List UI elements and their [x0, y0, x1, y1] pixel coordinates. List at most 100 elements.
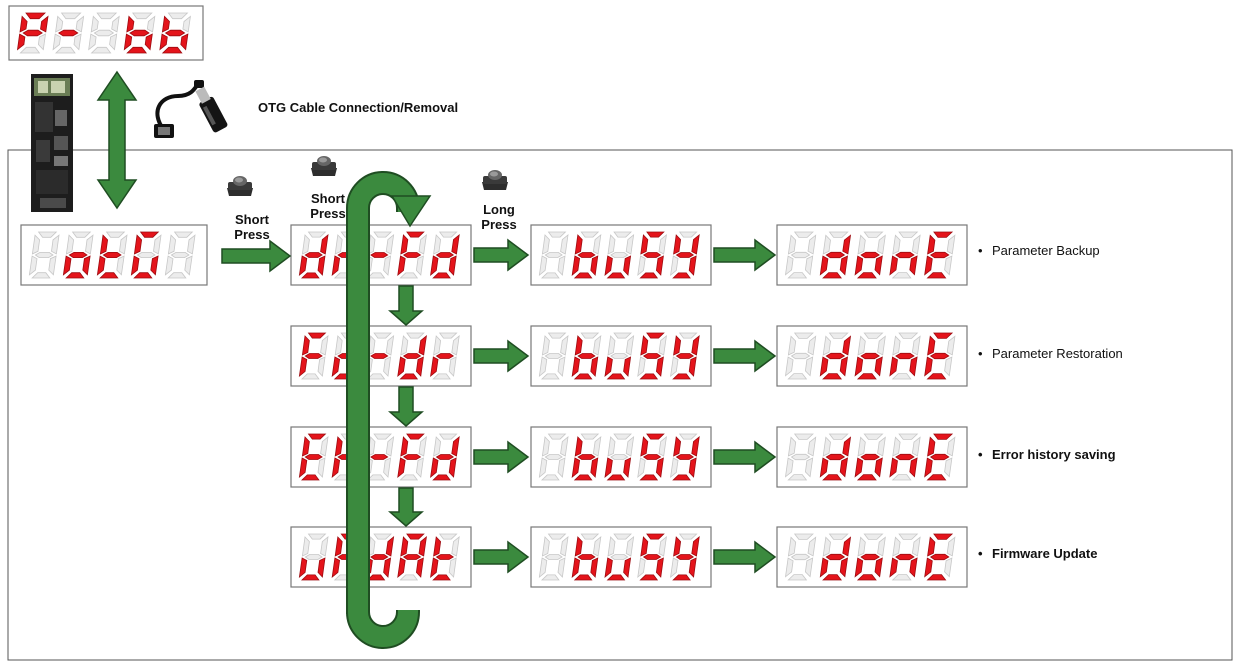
segment	[646, 332, 665, 339]
segment	[592, 536, 602, 557]
arrow-busy-to-done-3	[713, 540, 777, 574]
segment	[787, 574, 808, 581]
segment	[688, 356, 697, 377]
segment	[37, 231, 58, 238]
segment	[547, 231, 567, 238]
digit	[538, 332, 569, 380]
segment	[640, 335, 649, 356]
segment	[842, 335, 852, 356]
segment	[373, 433, 392, 440]
segment	[301, 474, 320, 481]
segment	[874, 457, 883, 478]
segment	[929, 352, 950, 360]
segment	[688, 255, 697, 276]
segment	[430, 356, 439, 377]
segment	[402, 554, 422, 560]
segment	[857, 536, 866, 557]
segment	[397, 255, 406, 276]
segment	[623, 255, 632, 276]
segment	[822, 234, 831, 255]
segment	[406, 231, 425, 238]
busy-display-1	[530, 325, 712, 387]
arrow-menu-to-busy-1	[473, 339, 530, 373]
segment	[860, 553, 880, 561]
segment	[877, 536, 886, 557]
menu-display-3	[290, 526, 472, 588]
segment	[580, 533, 600, 540]
digit	[298, 433, 329, 481]
segment	[898, 533, 919, 540]
segment	[860, 453, 880, 461]
segment	[144, 33, 153, 51]
segment	[99, 234, 109, 255]
segment	[863, 332, 884, 339]
segment	[924, 457, 933, 478]
segment	[560, 536, 569, 557]
digit	[364, 332, 395, 380]
done-display-2	[776, 426, 968, 488]
segment	[25, 12, 46, 20]
menu-display-0	[290, 224, 472, 286]
segment	[590, 356, 599, 377]
digit	[62, 231, 94, 279]
segment	[642, 353, 662, 359]
segment	[607, 335, 616, 356]
segment	[592, 436, 602, 457]
segment	[924, 255, 933, 276]
digit	[538, 231, 569, 279]
segment	[842, 536, 852, 557]
segment	[150, 255, 159, 276]
segment	[688, 457, 697, 478]
digit	[571, 433, 602, 481]
segment	[590, 255, 599, 276]
digit	[397, 231, 427, 279]
segment	[60, 12, 82, 20]
segment	[790, 453, 811, 461]
push-button-icon	[311, 156, 337, 176]
segment	[673, 536, 682, 557]
digit	[854, 231, 886, 279]
segment	[418, 536, 427, 557]
segment	[822, 536, 831, 557]
digit	[397, 433, 427, 481]
segment	[856, 373, 877, 380]
segment	[580, 231, 600, 238]
segment	[606, 474, 626, 481]
digit	[784, 231, 817, 279]
digit	[571, 231, 602, 279]
segment	[592, 335, 602, 356]
segment	[307, 533, 327, 540]
segment	[538, 457, 548, 478]
segment	[673, 436, 682, 457]
segment	[180, 33, 189, 51]
segment	[946, 436, 956, 457]
servo-drive-icon	[31, 74, 73, 212]
diagram-frame	[7, 149, 1233, 661]
segment	[73, 33, 82, 51]
segment	[929, 453, 950, 461]
segment	[639, 272, 659, 279]
segment	[828, 332, 849, 339]
segment	[184, 255, 193, 276]
segment	[334, 536, 343, 557]
segment	[298, 557, 308, 578]
segment	[307, 332, 327, 339]
segment	[580, 332, 600, 339]
digit	[784, 533, 817, 581]
segment	[383, 457, 392, 478]
segment	[167, 12, 189, 20]
segment	[433, 234, 442, 255]
segment	[415, 457, 424, 478]
segment	[385, 234, 395, 255]
segment	[790, 251, 811, 259]
segment	[839, 557, 848, 578]
digit	[819, 332, 852, 380]
segment	[131, 12, 153, 20]
segment	[877, 436, 886, 457]
arrow-otg-to-menu	[221, 239, 292, 273]
digit	[784, 433, 817, 481]
digit	[604, 231, 635, 279]
segment	[301, 272, 320, 279]
segment	[784, 557, 794, 578]
